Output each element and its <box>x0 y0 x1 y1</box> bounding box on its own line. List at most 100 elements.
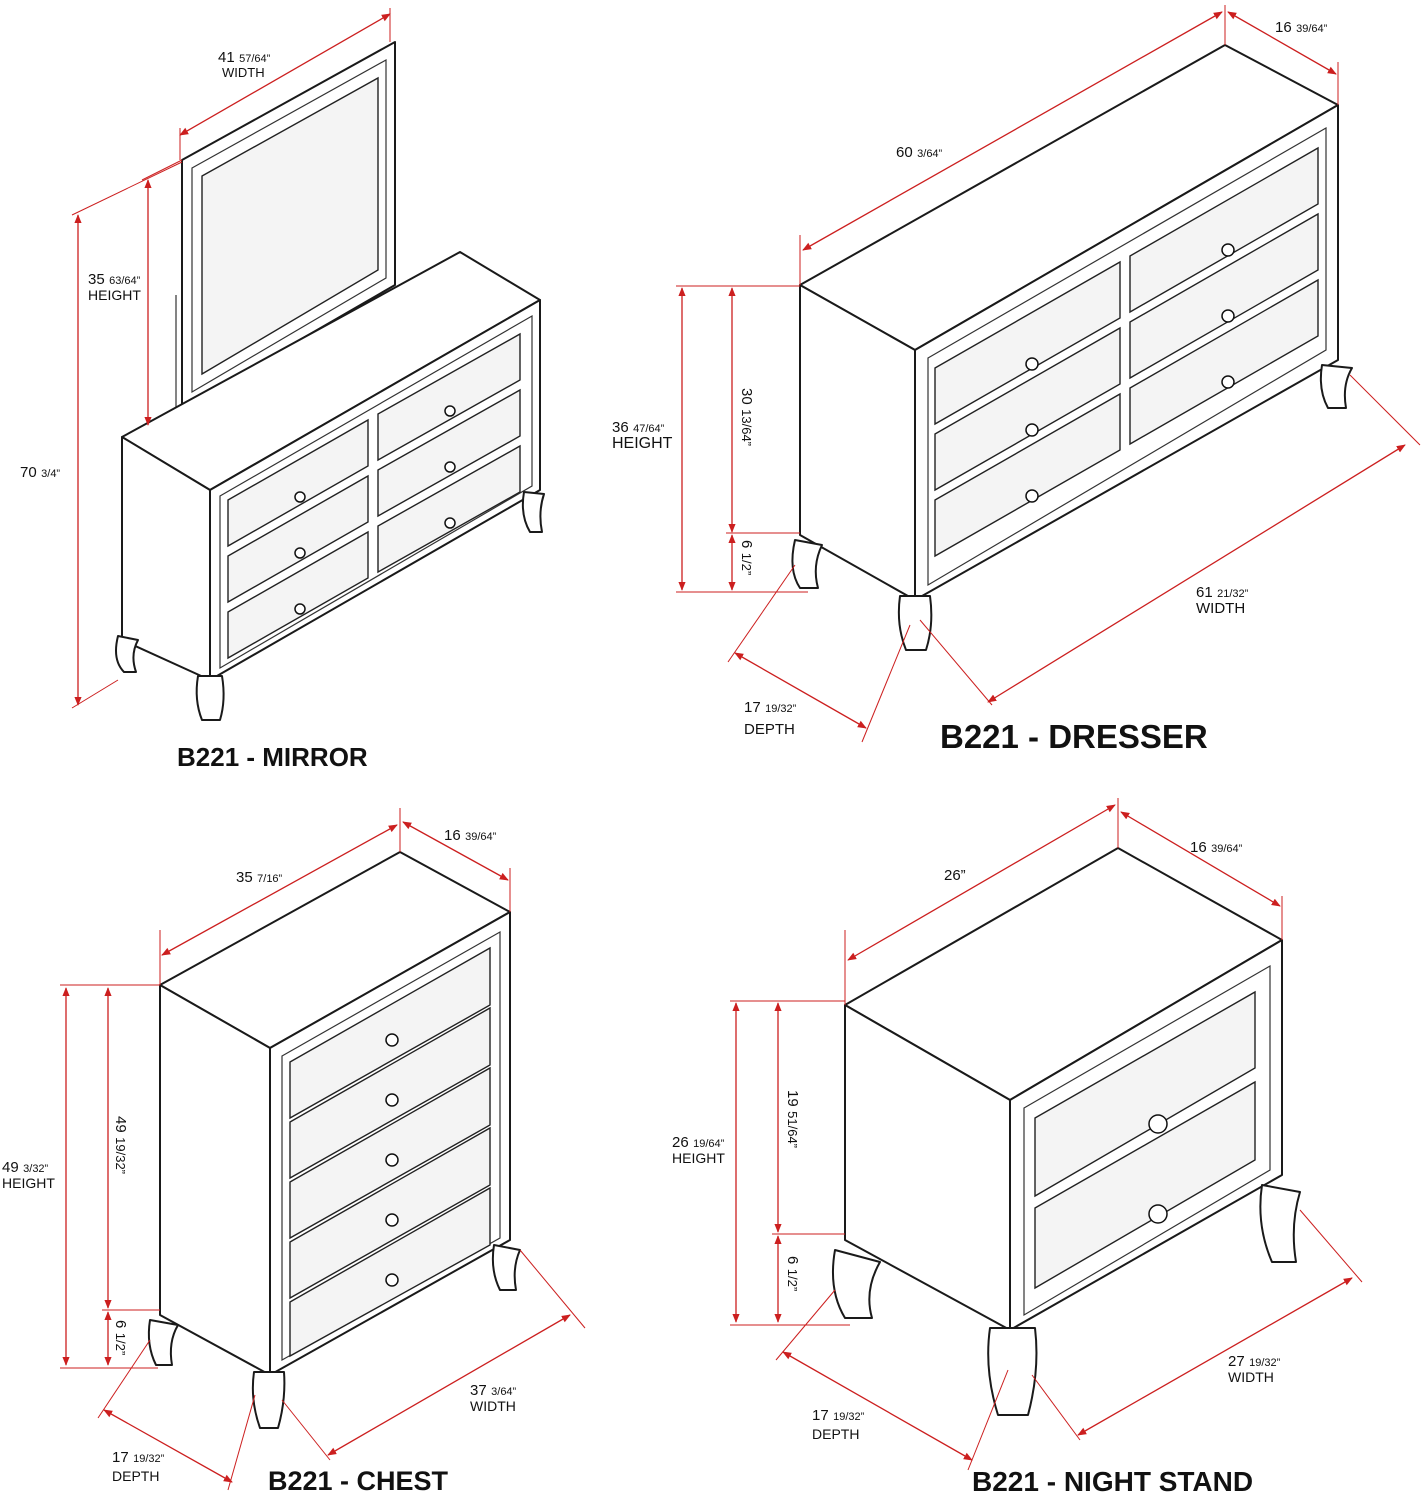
nightstand-top-depth-frac: 39/64” <box>1211 843 1243 855</box>
dresser-width-line <box>987 444 1406 703</box>
chest-width-label: 37 3/64” WIDTH <box>470 1383 516 1413</box>
chest-top-length-label: 35 7/16” <box>236 870 282 886</box>
chest-leg-height-whole: 6 <box>112 1320 129 1329</box>
chest-top-depth-frac: 39/64” <box>465 831 497 843</box>
dresser-depth-line <box>734 652 867 729</box>
mirror-width-caption: WIDTH <box>222 65 265 80</box>
dresser-top-depth-whole: 16 <box>1275 19 1292 36</box>
nightstand-top-length-whole: 26” <box>944 867 966 884</box>
chest-depth-label: 17 19/32” DEPTH <box>112 1450 164 1483</box>
nightstand-height-caption: HEIGHT <box>672 1150 725 1166</box>
dresser-top-depth-frac: 39/64” <box>1296 23 1328 35</box>
dresser-width-label: 61 21/32” WIDTH <box>1196 585 1248 616</box>
dresser-case-height-label: 30 13/64” <box>738 388 755 447</box>
dresser-depth-caption: DEPTH <box>744 721 795 738</box>
dresser-depth-whole: 17 <box>744 699 761 716</box>
dresser-height-whole: 36 <box>612 419 629 436</box>
chest-leg-height-frac: 1/2” <box>113 1332 128 1356</box>
dresser-top-depth-label: 16 39/64” <box>1275 20 1327 36</box>
chest-depth-line <box>103 1409 233 1483</box>
dresser-top-length-label: 60 3/64” <box>896 145 942 161</box>
dresser-title: B221 - DRESSER <box>940 718 1208 755</box>
nightstand-width-frac: 19/32” <box>1249 1357 1281 1369</box>
mirror-height-whole: 35 <box>88 271 105 288</box>
chest-case-height-label: 49 19/32” <box>112 1116 129 1175</box>
dresser-leg-height-frac: 1/2” <box>739 552 754 576</box>
dresser-depth-frac: 19/32” <box>765 703 797 715</box>
nightstand-leg-height-whole: 6 <box>784 1256 801 1265</box>
nightstand-width-whole: 27 <box>1228 1353 1245 1370</box>
nightstand-case-height-whole: 19 <box>784 1090 801 1107</box>
chest-depth-whole: 17 <box>112 1449 129 1466</box>
dresser-height-frac: 47/64” <box>633 423 665 435</box>
nightstand-top-length-label: 26” <box>944 868 966 884</box>
dresser-width-frac: 21/32” <box>1217 588 1249 600</box>
nightstand-top-length-line <box>847 804 1116 961</box>
mirror-total-frac: 3/4” <box>41 468 61 480</box>
nightstand-depth-line <box>782 1351 973 1461</box>
chest-top-length-frac: 7/16” <box>257 873 283 885</box>
mirror-title: B221 - MIRROR <box>177 742 368 772</box>
chest-depth-frac: 19/32” <box>133 1453 165 1465</box>
nightstand-width-caption: WIDTH <box>1228 1369 1274 1385</box>
chest-height-label: 49 3/32” HEIGHT <box>2 1160 55 1190</box>
dresser-height-label: 36 47/64” HEIGHT <box>612 420 672 452</box>
mirror-total-whole: 70 <box>20 464 37 481</box>
dresser-height-caption: HEIGHT <box>612 435 673 452</box>
dresser-leg-height-label: 6 1/2” <box>738 540 755 576</box>
mirror-dresser-body <box>115 251 545 721</box>
chest-height-frac: 3/32” <box>23 1163 49 1175</box>
mirror-width-line <box>179 13 391 136</box>
dresser-top-length-line <box>802 11 1223 251</box>
nightstand-top-depth-whole: 16 <box>1190 839 1207 856</box>
nightstand-drawing <box>730 798 1363 1471</box>
nightstand-width-label: 27 19/32” WIDTH <box>1228 1354 1280 1384</box>
chest-leg-height-label: 6 1/2” <box>112 1320 129 1356</box>
chest-top-depth-label: 16 39/64” <box>444 828 496 844</box>
chest-case-height-whole: 49 <box>112 1116 129 1133</box>
dresser-top-length-frac: 3/64” <box>917 148 943 160</box>
mirror-height-label: 35 63/64” HEIGHT <box>88 272 141 302</box>
mirror-width-whole: 41 <box>218 49 235 66</box>
chest-top-depth-line <box>402 821 509 881</box>
nightstand-height-frac: 19/64” <box>693 1138 725 1150</box>
mirror-dresser-drawing <box>71 8 545 721</box>
nightstand-top-depth-label: 16 39/64” <box>1190 840 1242 856</box>
dresser-width-caption: WIDTH <box>1196 600 1246 617</box>
chest-height-caption: HEIGHT <box>2 1175 55 1191</box>
chest-width-whole: 37 <box>470 1382 487 1399</box>
nightstand-case-height-label: 19 51/64” <box>784 1090 801 1149</box>
chest-drawing <box>60 808 586 1491</box>
dresser-drawing <box>676 5 1421 743</box>
dresser-depth-label: 17 19/32” DEPTH <box>744 700 796 737</box>
chest-width-caption: WIDTH <box>470 1398 516 1414</box>
chest-width-line <box>327 1314 571 1456</box>
mirror-height-caption: HEIGHT <box>88 287 141 303</box>
dresser-case-height-whole: 30 <box>738 388 755 405</box>
mirror-width-frac: 57/64” <box>239 53 271 65</box>
nightstand-depth-whole: 17 <box>812 1407 829 1424</box>
chest-case-height-frac: 19/32” <box>113 1137 128 1175</box>
mirror-total-label: 70 3/4” <box>20 465 60 481</box>
chest-depth-caption: DEPTH <box>112 1468 160 1484</box>
nightstand-depth-caption: DEPTH <box>812 1426 860 1442</box>
nightstand-depth-frac: 19/32” <box>833 1411 865 1423</box>
chest-title: B221 - CHEST <box>268 1466 449 1496</box>
chest-top-depth-whole: 16 <box>444 827 461 844</box>
nightstand-height-whole: 26 <box>672 1134 689 1151</box>
nightstand-top-depth-line <box>1120 811 1281 907</box>
nightstand-height-label: 26 19/64” HEIGHT <box>672 1135 725 1165</box>
mirror-height-frac: 63/64” <box>109 275 141 287</box>
chest-top-length-line <box>161 824 398 956</box>
mirror-width-label: 41 57/64” WIDTH <box>218 50 270 79</box>
chest-height-whole: 49 <box>2 1159 19 1176</box>
nightstand-case-height-frac: 51/64” <box>785 1111 800 1149</box>
chest-top-length-whole: 35 <box>236 869 253 886</box>
dresser-leg-height-whole: 6 <box>738 540 755 549</box>
dresser-case-height-frac: 13/64” <box>739 409 754 447</box>
dresser-top-length-whole: 60 <box>896 144 913 161</box>
nightstand-title: B221 - NIGHT STAND <box>972 1466 1254 1497</box>
nightstand-width-line <box>1077 1277 1353 1436</box>
chest-width-frac: 3/64” <box>491 1386 517 1398</box>
